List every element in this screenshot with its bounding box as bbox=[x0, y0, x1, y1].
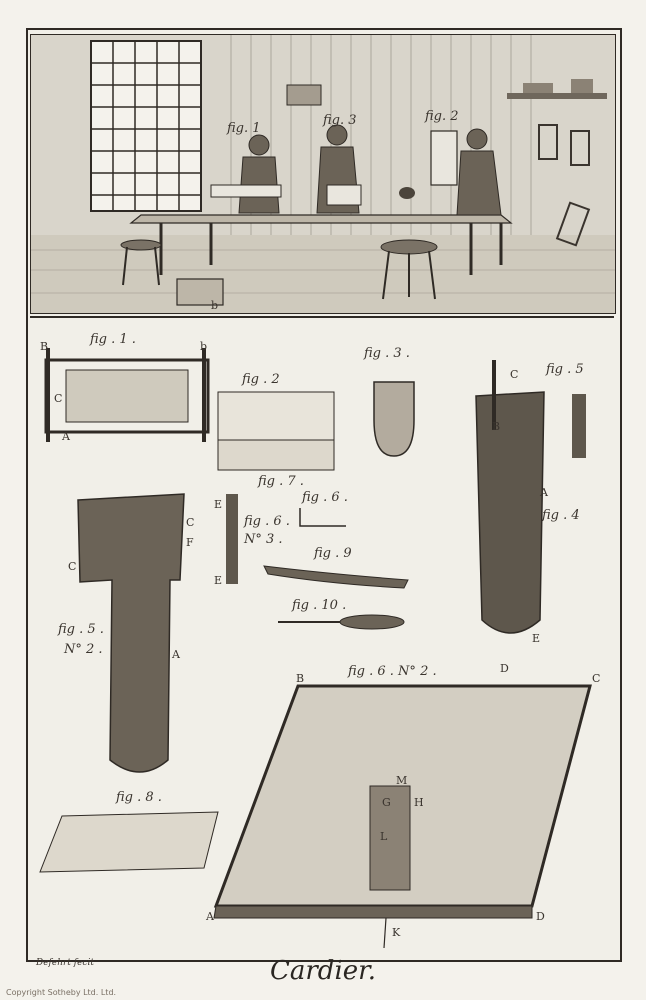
window bbox=[90, 40, 202, 212]
letter-B: B bbox=[40, 340, 49, 353]
scene-fig2-label: fig. 2 bbox=[425, 109, 459, 124]
fig8-label: fig . 8 . bbox=[116, 790, 162, 805]
scene-b-label: b bbox=[211, 299, 219, 312]
letter-A: A bbox=[62, 430, 70, 443]
letter-E-fig4: E bbox=[532, 632, 541, 645]
letter-D-fig4: D bbox=[500, 662, 509, 675]
letter-A-board: A bbox=[206, 910, 214, 923]
fig6n3-strip bbox=[226, 494, 238, 584]
scene-fig1-label: fig. 1 bbox=[227, 121, 261, 136]
letter-F-fig5: F bbox=[186, 536, 194, 549]
plate-title: Cardier. bbox=[269, 956, 376, 986]
fig6-wire bbox=[299, 508, 346, 527]
letter-b: b bbox=[200, 340, 208, 353]
fig5-bar bbox=[572, 394, 586, 458]
letter-C-board: C bbox=[592, 672, 601, 685]
letter-C: C bbox=[54, 392, 63, 405]
letter-E2-strip: E bbox=[214, 574, 223, 587]
fig2-card bbox=[217, 391, 335, 471]
work-table bbox=[129, 214, 513, 224]
letter-M-board: M bbox=[396, 774, 408, 787]
fig6-label: fig . 6 . bbox=[302, 490, 348, 505]
fig3-label: fig . 3 . bbox=[364, 346, 410, 361]
fig4-tool bbox=[475, 391, 545, 634]
scene-fig3-label: fig. 3 bbox=[323, 113, 357, 128]
fig6n3-number: N° 3 . bbox=[244, 532, 283, 547]
fig6n2-label: fig . 6 . N° 2 . bbox=[348, 664, 437, 679]
fig1-card-frame bbox=[44, 348, 210, 442]
fig5n2-number: N° 2 . bbox=[64, 642, 103, 657]
fig4-label: fig . 4 bbox=[542, 508, 580, 523]
letter-C-fig5: C bbox=[186, 516, 195, 529]
fig5-label: fig . 5 bbox=[546, 362, 584, 377]
fig6n2-slider bbox=[369, 785, 411, 891]
letter-K-board: K bbox=[392, 926, 401, 939]
letter-B-fig4: B bbox=[492, 420, 501, 433]
letter-A-fig4: A bbox=[540, 486, 548, 499]
fig1-label: fig . 1 . bbox=[90, 332, 136, 347]
fig5n2-label: fig . 5 . bbox=[58, 622, 104, 637]
fig10-awl bbox=[339, 614, 405, 630]
letter-D-board: D bbox=[536, 910, 545, 923]
letter-L-board: L bbox=[380, 830, 388, 843]
fig9-label: fig . 9 bbox=[314, 546, 352, 561]
engraver-signature: Defehrt fecit bbox=[36, 958, 94, 968]
letter-A-fig5: A bbox=[172, 648, 180, 661]
fig8-card bbox=[39, 811, 219, 873]
plate-divider bbox=[30, 316, 614, 318]
fig10-label: fig . 10 . bbox=[292, 598, 347, 613]
letter-E-strip: E bbox=[214, 498, 223, 511]
letter-B-board: B bbox=[296, 672, 305, 685]
fig6n3-label: fig . 6 . bbox=[244, 514, 290, 529]
fig9-tool bbox=[263, 565, 409, 589]
workshop-illustration bbox=[31, 35, 615, 313]
letter-H-board: H bbox=[414, 796, 424, 809]
fig2-label: fig . 2 bbox=[242, 372, 280, 387]
fig3-block bbox=[373, 381, 415, 457]
letter-C-fig4: C bbox=[510, 368, 519, 381]
workshop-scene: fig. 1 fig. 3 fig. 2 b bbox=[30, 34, 616, 314]
fig7-label: fig . 7 . bbox=[258, 474, 304, 489]
fig5n2-tool bbox=[77, 493, 185, 773]
letter-G-board: G bbox=[382, 796, 391, 809]
letter-C2-fig5: C bbox=[68, 560, 77, 573]
copyright-watermark: Copyright Sotheby Ltd. Ltd. bbox=[6, 988, 117, 997]
